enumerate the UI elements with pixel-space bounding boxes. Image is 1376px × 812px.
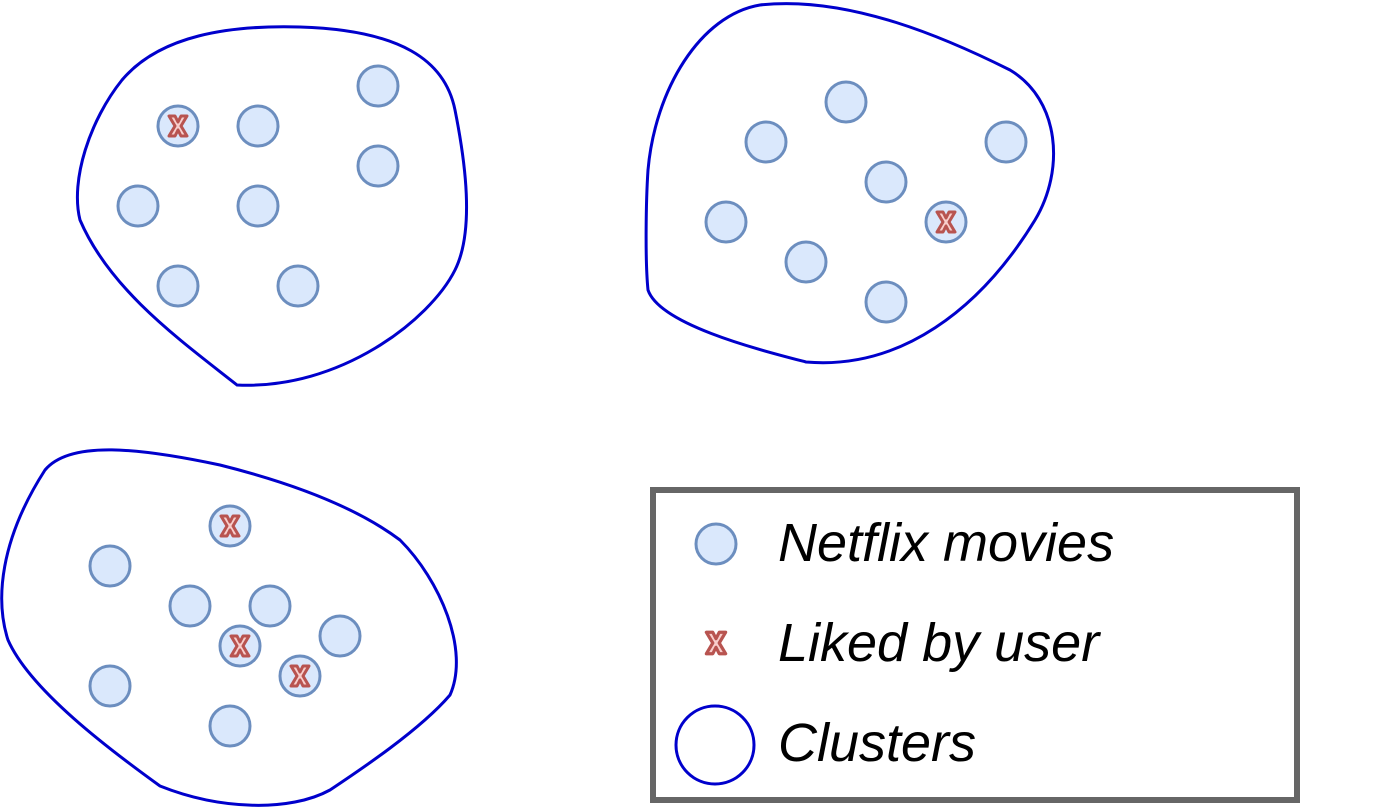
movie-node: [318, 614, 362, 658]
cluster-3-movies: [88, 504, 362, 748]
legend-label: Clusters: [778, 713, 977, 773]
legend: Netflix movies Liked by user Clusters: [650, 487, 1300, 803]
movie-node: [116, 184, 160, 228]
movie-node: [208, 704, 252, 748]
movie-node: [744, 120, 788, 164]
movie-node: [864, 280, 908, 324]
movie-node: [704, 200, 748, 244]
cluster-1: [75, 25, 468, 387]
movie-node: [236, 184, 280, 228]
cluster-1-movies: [116, 64, 400, 308]
cluster-1-outline: [75, 25, 468, 387]
legend-label: Netflix movies: [778, 513, 1115, 573]
legend-item-netflix-movies: Netflix movies: [656, 508, 1294, 578]
liked-x-icon: [704, 630, 728, 656]
movie-node: [356, 144, 400, 188]
movie-node: [864, 160, 908, 204]
cluster-2-outline: [644, 2, 1055, 365]
movie-node: [88, 544, 132, 588]
cluster-3: [0, 448, 458, 807]
movie-circle-icon: [694, 522, 738, 566]
movie-node: [168, 584, 212, 628]
legend-item-liked-by-user: Liked by user: [656, 608, 1294, 678]
cluster-3-outline: [0, 448, 458, 807]
cluster-outline-icon: [674, 704, 756, 786]
movie-node: [88, 664, 132, 708]
movie-node: [248, 584, 292, 628]
legend-item-clusters: Clusters: [656, 704, 1294, 786]
movie-node: [356, 64, 400, 108]
movie-node: [236, 104, 280, 148]
legend-label: Liked by user: [778, 613, 1100, 673]
movie-node: [984, 120, 1028, 164]
movie-node: [824, 80, 868, 124]
movie-node: [276, 264, 320, 308]
movie-node: [156, 264, 200, 308]
cluster-2: [644, 2, 1055, 365]
movie-node: [784, 240, 828, 284]
cluster-2-movies: [704, 80, 1028, 324]
